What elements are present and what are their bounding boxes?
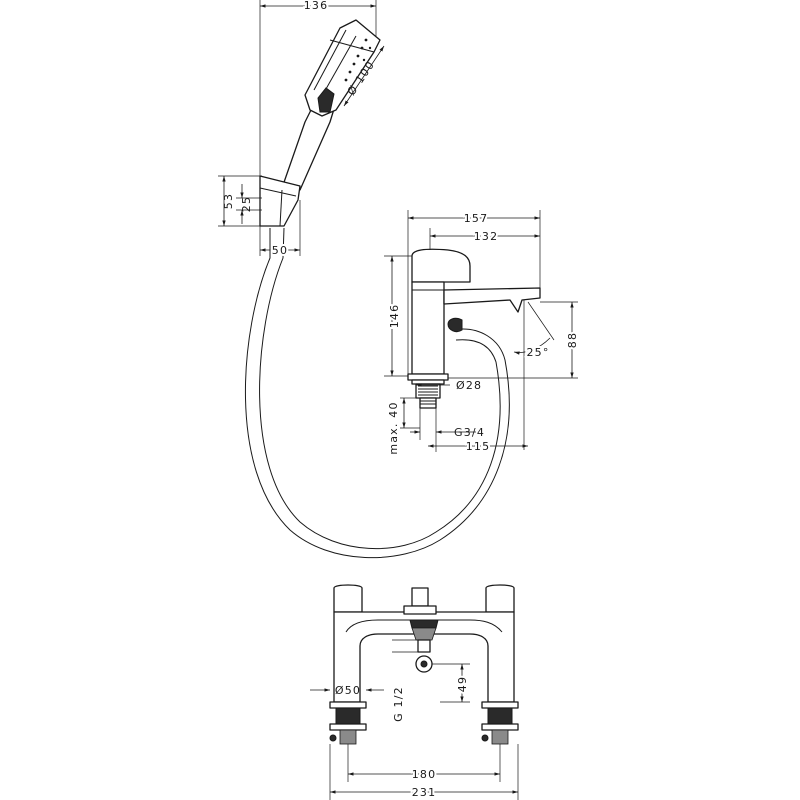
dim-25-holder: 25 <box>240 196 253 212</box>
dim-136: 136 <box>304 0 329 12</box>
dim-180: 180 <box>412 768 437 781</box>
mixer-side-view <box>407 248 541 409</box>
dim-231: 231 <box>412 786 437 799</box>
mixer-front-view <box>329 584 519 745</box>
dim-157: 157 <box>464 212 489 225</box>
dim-50-holder: 50 <box>272 244 288 257</box>
dim-diameter-50: Ø50 <box>335 684 361 697</box>
dim-diameter-28: Ø28 <box>456 379 482 392</box>
dim-max-40: max. 40 <box>387 401 400 454</box>
dim-g34: G3/4 <box>454 426 485 439</box>
dimension-labels: 136 Ø 100 53 25 50 157 132 146 88 25° Ø2… <box>222 0 581 800</box>
dim-146: 146 <box>388 304 401 329</box>
dim-115: 115 <box>466 440 491 453</box>
dim-53: 53 <box>222 193 235 209</box>
dim-angle-25: 25° <box>526 346 549 359</box>
dimension-lines <box>218 0 578 800</box>
hose <box>245 227 510 559</box>
shower-holder <box>259 175 301 227</box>
dim-88: 88 <box>566 332 579 348</box>
handshower <box>281 19 381 191</box>
dim-132: 132 <box>474 230 499 243</box>
dim-49: 49 <box>456 676 469 692</box>
dim-g12: G 1/2 <box>392 686 405 722</box>
